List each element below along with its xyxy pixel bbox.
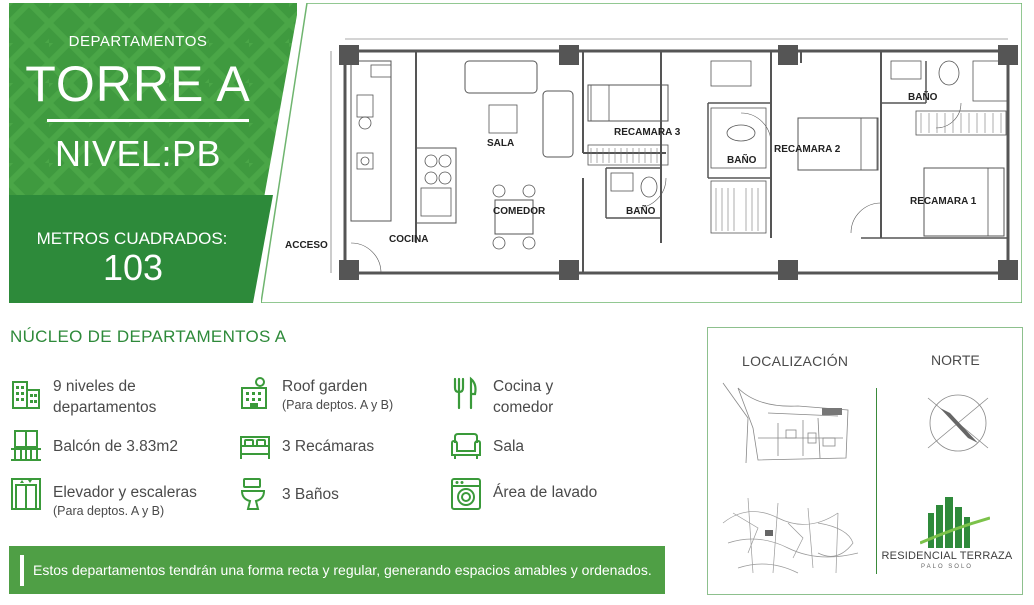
feature-laundry-text: Área de lavado — [493, 484, 598, 501]
balcony-icon — [11, 430, 41, 461]
feature-floors-line2: departamentos — [53, 399, 157, 416]
location-title: LOCALIZACIÓN — [742, 353, 849, 369]
bed-icon — [240, 436, 270, 459]
feature-kitchen-line1: Cocina y — [493, 378, 554, 395]
section-title: NÚCLEO DE DEPARTAMENTOS A — [10, 327, 287, 346]
room-label-recamara2: RECAMARA 2 — [774, 144, 841, 155]
room-label-recamara1: RECAMARA 1 — [910, 196, 977, 207]
room-label-bano-mid: BAÑO — [727, 153, 757, 166]
feature-balcony-text: Balcón de 3.83m2 — [53, 438, 178, 455]
feature-roof-garden-line1: Roof garden — [282, 378, 368, 395]
feature-elevator-sub: (Para deptos. A y B) — [53, 504, 165, 518]
toilet-icon — [240, 478, 266, 510]
header-title: TORRE A — [25, 56, 251, 112]
room-label-bano-right: BAÑO — [908, 90, 938, 103]
room-label-recamara3: RECAMARA 3 — [614, 127, 681, 138]
header-background — [9, 3, 297, 303]
room-label-bano-left: BAÑO — [626, 204, 656, 217]
logo-subtext: PALO SOLO — [921, 564, 973, 570]
feature-roof-garden-sub: (Para deptos. A y B) — [282, 398, 394, 412]
header-level: NIVEL:PB — [54, 133, 222, 174]
note-text: Estos departamentos tendrán una forma re… — [33, 562, 652, 578]
feature-kitchen-line2: comedor — [493, 399, 554, 416]
area-value: 103 — [102, 247, 164, 288]
cutlery-icon — [453, 376, 477, 410]
room-label-acceso: ACCESO — [285, 240, 328, 251]
note-accent-bar — [20, 555, 24, 586]
floor-plan: ACCESO COCINA SALA COMEDOR RECAMARA 3 BA… — [260, 2, 1023, 304]
feature-bedrooms-text: 3 Recámaras — [282, 438, 375, 455]
note-banner: Estos departamentos tendrán una forma re… — [9, 546, 665, 594]
location-map-detail — [722, 382, 849, 464]
room-label-sala: SALA — [487, 138, 514, 149]
feature-living-text: Sala — [493, 438, 525, 455]
area-label: METROS CUADRADOS: — [36, 229, 228, 248]
residencial-logo-icon — [920, 497, 990, 548]
north-arrow-icon — [927, 394, 989, 452]
location-map-overview — [722, 497, 859, 574]
header-panel: DEPARTAMENTOS TORRE A NIVEL:PB METROS CU… — [9, 3, 297, 303]
building-icon — [12, 381, 40, 409]
location-box: LOCALIZACIÓN NORTE — [707, 327, 1023, 595]
room-label-cocina: COCINA — [389, 234, 428, 245]
header-divider — [47, 119, 249, 122]
roof-garden-icon — [241, 377, 267, 409]
room-label-comedor: COMEDOR — [493, 206, 546, 217]
location-divider — [876, 388, 877, 574]
header-subtitle: DEPARTAMENTOS — [68, 33, 208, 50]
sofa-icon — [451, 433, 481, 459]
elevator-icon — [11, 478, 41, 510]
feature-floors-line1: 9 niveles de — [53, 378, 136, 395]
feature-bathrooms-text: 3 Baños — [282, 486, 339, 503]
floor-plan-drawing: ACCESO COCINA SALA COMEDOR RECAMARA 3 BA… — [260, 2, 1023, 304]
logo-text: RESIDENCIAL TERRAZA — [881, 550, 1013, 562]
washing-machine-icon — [451, 478, 481, 510]
north-title: NORTE — [931, 352, 980, 368]
feature-elevator-line1: Elevador y escaleras — [53, 484, 197, 501]
